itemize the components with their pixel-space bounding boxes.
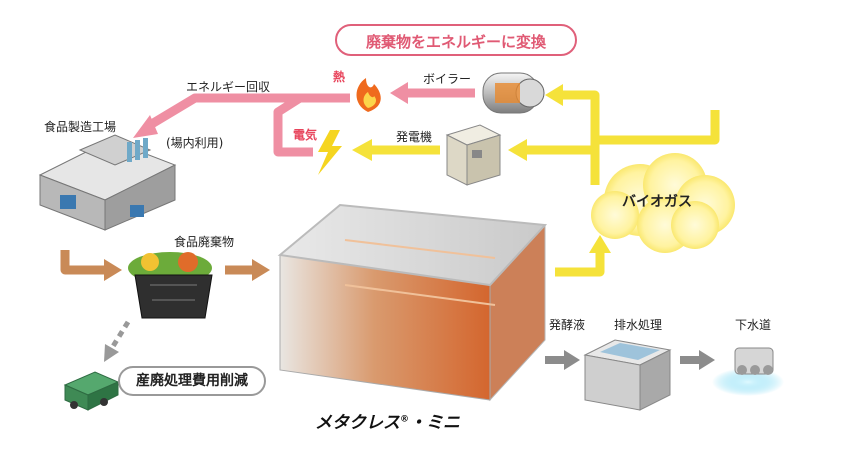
product-name-suffix: ・ミニ <box>409 413 460 433</box>
food-waste-basket-icon <box>128 252 213 319</box>
generator-label: 発電機 <box>396 130 433 144</box>
biogas-arrows <box>508 84 720 277</box>
lightning-icon <box>318 130 342 175</box>
wastewater-label: 排水処理 <box>614 318 663 332</box>
biogas-label: バイオガス <box>622 194 692 210</box>
boiler-label: ボイラー <box>423 72 472 86</box>
waste-arrows <box>60 250 270 281</box>
process-arrows <box>545 350 715 370</box>
energy-recovery-arrow <box>133 93 350 157</box>
boiler-icon <box>482 72 545 114</box>
fire-icon <box>356 78 381 112</box>
digester-tank-icon <box>277 203 548 402</box>
energy-recovery-label: エネルギー回収 <box>186 80 271 94</box>
sewer-label: 下水道 <box>735 318 772 332</box>
disposal-dashed-arrow <box>104 320 131 362</box>
registered-mark: ® <box>400 414 409 425</box>
product-name: メタクレス®・ミニ <box>315 408 460 433</box>
disposal-cost-reduction-label: 産廃処理費用削減 <box>118 366 266 396</box>
generator-electricity-arrow <box>352 139 440 161</box>
product-name-main: メタクレス <box>315 413 400 433</box>
heat-label: 熱 <box>333 70 346 84</box>
generator-icon <box>445 124 502 186</box>
factory-icon <box>38 134 177 231</box>
truck-icon <box>63 371 120 411</box>
electricity-label: 電気 <box>293 128 318 142</box>
boiler-heat-arrow <box>390 82 475 104</box>
food-waste-label: 食品廃棄物 <box>174 235 235 249</box>
digestate-label: 発酵液 <box>549 318 586 332</box>
biogas-cloud-shape <box>591 153 735 253</box>
wastewater-tank-icon <box>583 339 672 411</box>
energy-conversion-callout: 廃棄物をエネルギーに変換 <box>335 24 577 56</box>
factory-label: 食品製造工場 <box>44 120 117 134</box>
onsite-use-label: (場内利用) <box>166 136 224 150</box>
sewer-icon <box>712 347 784 396</box>
